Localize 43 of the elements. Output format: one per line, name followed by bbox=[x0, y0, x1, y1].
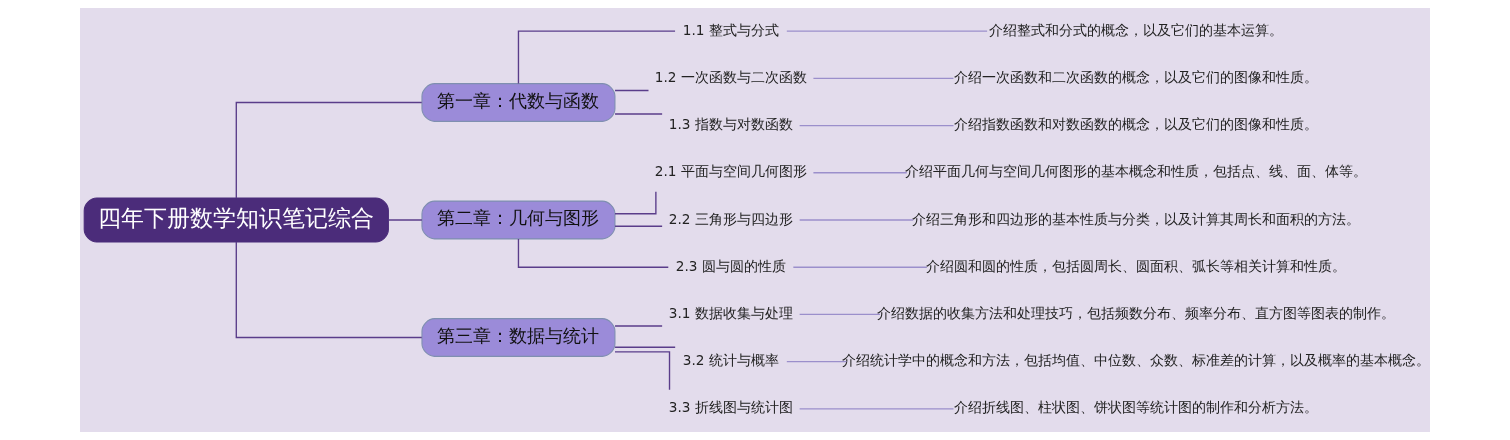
node-box: 第一章：代数与函数 bbox=[421, 83, 616, 122]
connector bbox=[812, 77, 955, 80]
connector bbox=[798, 219, 914, 221]
connector bbox=[614, 325, 663, 327]
connector bbox=[517, 30, 676, 85]
connector bbox=[614, 191, 657, 215]
node-text: 2.3 圆与圆的性质 bbox=[675, 257, 786, 274]
node-text: 2.2 三角形与四边形 bbox=[668, 210, 793, 227]
connector bbox=[387, 219, 423, 221]
node-text: 介绍一次函数和二次函数的概念，以及它们的图像和性质。 bbox=[954, 68, 1319, 85]
node-text: 1.3 指数与对数函数 bbox=[668, 116, 793, 133]
connector bbox=[614, 351, 671, 391]
node-text: 介绍整式和分式的概念，以及它们的基本运算。 bbox=[989, 21, 1284, 38]
node-box: 第三章：数据与统计 bbox=[421, 318, 616, 357]
node-text: 2.1 平面与空间几何图形 bbox=[654, 163, 807, 180]
connector bbox=[235, 101, 423, 199]
connector bbox=[798, 408, 955, 410]
connector bbox=[798, 124, 955, 127]
connector bbox=[786, 30, 988, 32]
connector bbox=[614, 346, 676, 348]
connector bbox=[798, 313, 881, 316]
connector bbox=[235, 241, 423, 339]
node-text: 1.1 整式与分式 bbox=[682, 21, 779, 38]
node-text: 介绍平面几何与空间几何图形的基本概念和性质，包括点、线、面、体等。 bbox=[905, 163, 1368, 180]
connector bbox=[792, 266, 928, 268]
node-box: 第二章：几何与图形 bbox=[421, 200, 616, 240]
node-text: 1.2 一次函数与二次函数 bbox=[654, 68, 807, 85]
node-text: 介绍数据的收集方法和处理技巧，包括频数分布、频率分布、直方图等图表的制作。 bbox=[877, 304, 1396, 321]
node-text: 介绍三角形和四边形的基本性质与分类，以及计算其周长和面积的方法。 bbox=[912, 210, 1361, 227]
connector bbox=[614, 113, 663, 115]
node-text: 介绍指数函数和对数函数的概念，以及它们的图像和性质。 bbox=[954, 116, 1319, 133]
node-text: 介绍统计学中的概念和方法，包括均值、中位数、众数、标准差的计算，以及概率的基本概念。 bbox=[842, 352, 1431, 369]
connector bbox=[812, 172, 908, 174]
node-text: 3.2 统计与概率 bbox=[682, 352, 779, 369]
node-text: 介绍折线图、柱状图、饼状图等统计图的制作和分析方法。 bbox=[954, 399, 1319, 416]
node-text: 介绍圆和圆的性质，包括圆周长、圆面积、弧长等相关计算和性质。 bbox=[926, 257, 1347, 274]
node-text: 3.3 折线图与统计图 bbox=[668, 399, 793, 416]
connector bbox=[517, 238, 669, 268]
node-text: 3.1 数据收集与处理 bbox=[668, 304, 793, 321]
connector bbox=[786, 360, 848, 363]
connector bbox=[614, 225, 663, 227]
connector bbox=[614, 89, 650, 92]
node-box: 四年下册数学知识笔记综合 bbox=[83, 197, 389, 243]
